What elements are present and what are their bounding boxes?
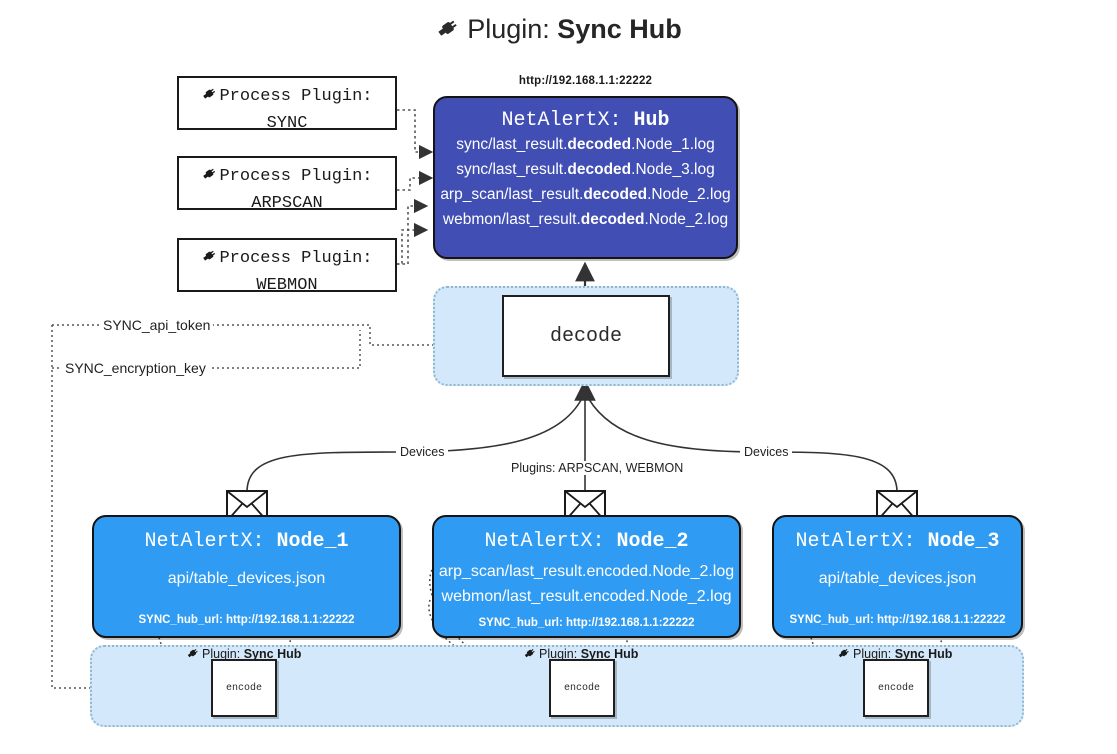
decode-box[interactable]: decode (502, 295, 670, 377)
title-prefix: Plugin: (467, 14, 550, 44)
plug-icon (201, 247, 218, 274)
node-line: arp_scan/last_result.encoded.Node_2.log (438, 563, 735, 580)
label-sync-encryption-key: SYNC_encryption_key (62, 360, 209, 376)
hub-title: NetAlertX: Hub (501, 109, 670, 132)
plug-icon (201, 165, 218, 192)
node-footer: SYNC_hub_url: http://192.168.1.1:22222 (138, 613, 355, 626)
hub-log-line-1: sync/last_result.decoded.Node_1.log (456, 136, 715, 153)
hub-log-line-3: arp_scan/last_result.decoded.Node_2.log (440, 186, 731, 204)
plug-icon (837, 646, 851, 663)
encode-box-node1[interactable]: encode (211, 659, 277, 717)
encode-box-node2[interactable]: encode (549, 659, 615, 717)
process-plugin-box-arpscan[interactable]: Process Plugin: ARPSCAN (177, 156, 397, 213)
encoder-plugin-label-2: Plugin: Sync Hub (523, 646, 638, 663)
page-title: Plugin: Sync Hub (0, 14, 1117, 48)
plug-icon (186, 646, 200, 663)
node-box-node1[interactable]: NetAlertX: Node_1 api/table_devices.json… (92, 515, 401, 638)
node-box-node3[interactable]: NetAlertX: Node_3 api/table_devices.json… (772, 515, 1023, 638)
node-line: api/table_devices.json (167, 570, 326, 587)
node-title: NetAlertX: Node_1 (144, 530, 349, 553)
node-box-node2[interactable]: NetAlertX: Node_2 arp_scan/last_result.e… (432, 515, 741, 638)
edge-label-plugins-center: Plugins: ARPSCAN, WEBMON (507, 461, 688, 475)
hub-node[interactable]: NetAlertX: Hub sync/last_result.decoded.… (433, 96, 738, 259)
edge-label-devices-left: Devices (396, 445, 449, 459)
node-footer: SYNC_hub_url: http://192.168.1.1:22222 (789, 613, 1006, 626)
node-footer: SYNC_hub_url: http://192.168.1.1:22222 (478, 616, 695, 629)
hub-log-line-4: webmon/last_result.decoded.Node_2.log (442, 211, 729, 229)
encoder-plugin-label-1: Plugin: Sync Hub (186, 646, 301, 663)
plug-icon (201, 85, 218, 112)
hub-log-line-2: sync/last_result.decoded.Node_3.log (456, 161, 715, 179)
node-title: NetAlertX: Node_3 (795, 530, 1000, 553)
node-title: NetAlertX: Node_2 (484, 530, 689, 553)
plug-icon (523, 646, 537, 663)
label-sync-api-token: SYNC_api_token (100, 317, 214, 333)
plug-icon (435, 15, 461, 48)
node-line: api/table_devices.json (818, 570, 977, 587)
process-plugin-box-sync[interactable]: Process Plugin: SYNC (177, 76, 397, 133)
title-name: Sync Hub (557, 14, 682, 44)
hub-url-label: http://192.168.1.1:22222 (518, 75, 653, 87)
process-plugin-box-webmon[interactable]: Process Plugin: WEBMON (177, 238, 397, 295)
process-plugin-name: SYNC (266, 113, 308, 133)
process-plugin-label: Process Plugin: (219, 167, 373, 186)
process-plugin-label: Process Plugin: (219, 87, 373, 106)
process-plugin-name: ARPSCAN (251, 193, 323, 213)
process-plugin-label: Process Plugin: (219, 249, 373, 268)
process-plugin-name: WEBMON (256, 275, 318, 295)
node-line: webmon/last_result.encoded.Node_2.log (441, 587, 732, 605)
edge-label-devices-right: Devices (740, 445, 793, 459)
encoder-plugin-label-3: Plugin: Sync Hub (837, 646, 952, 663)
encode-box-node3[interactable]: encode (863, 659, 929, 717)
